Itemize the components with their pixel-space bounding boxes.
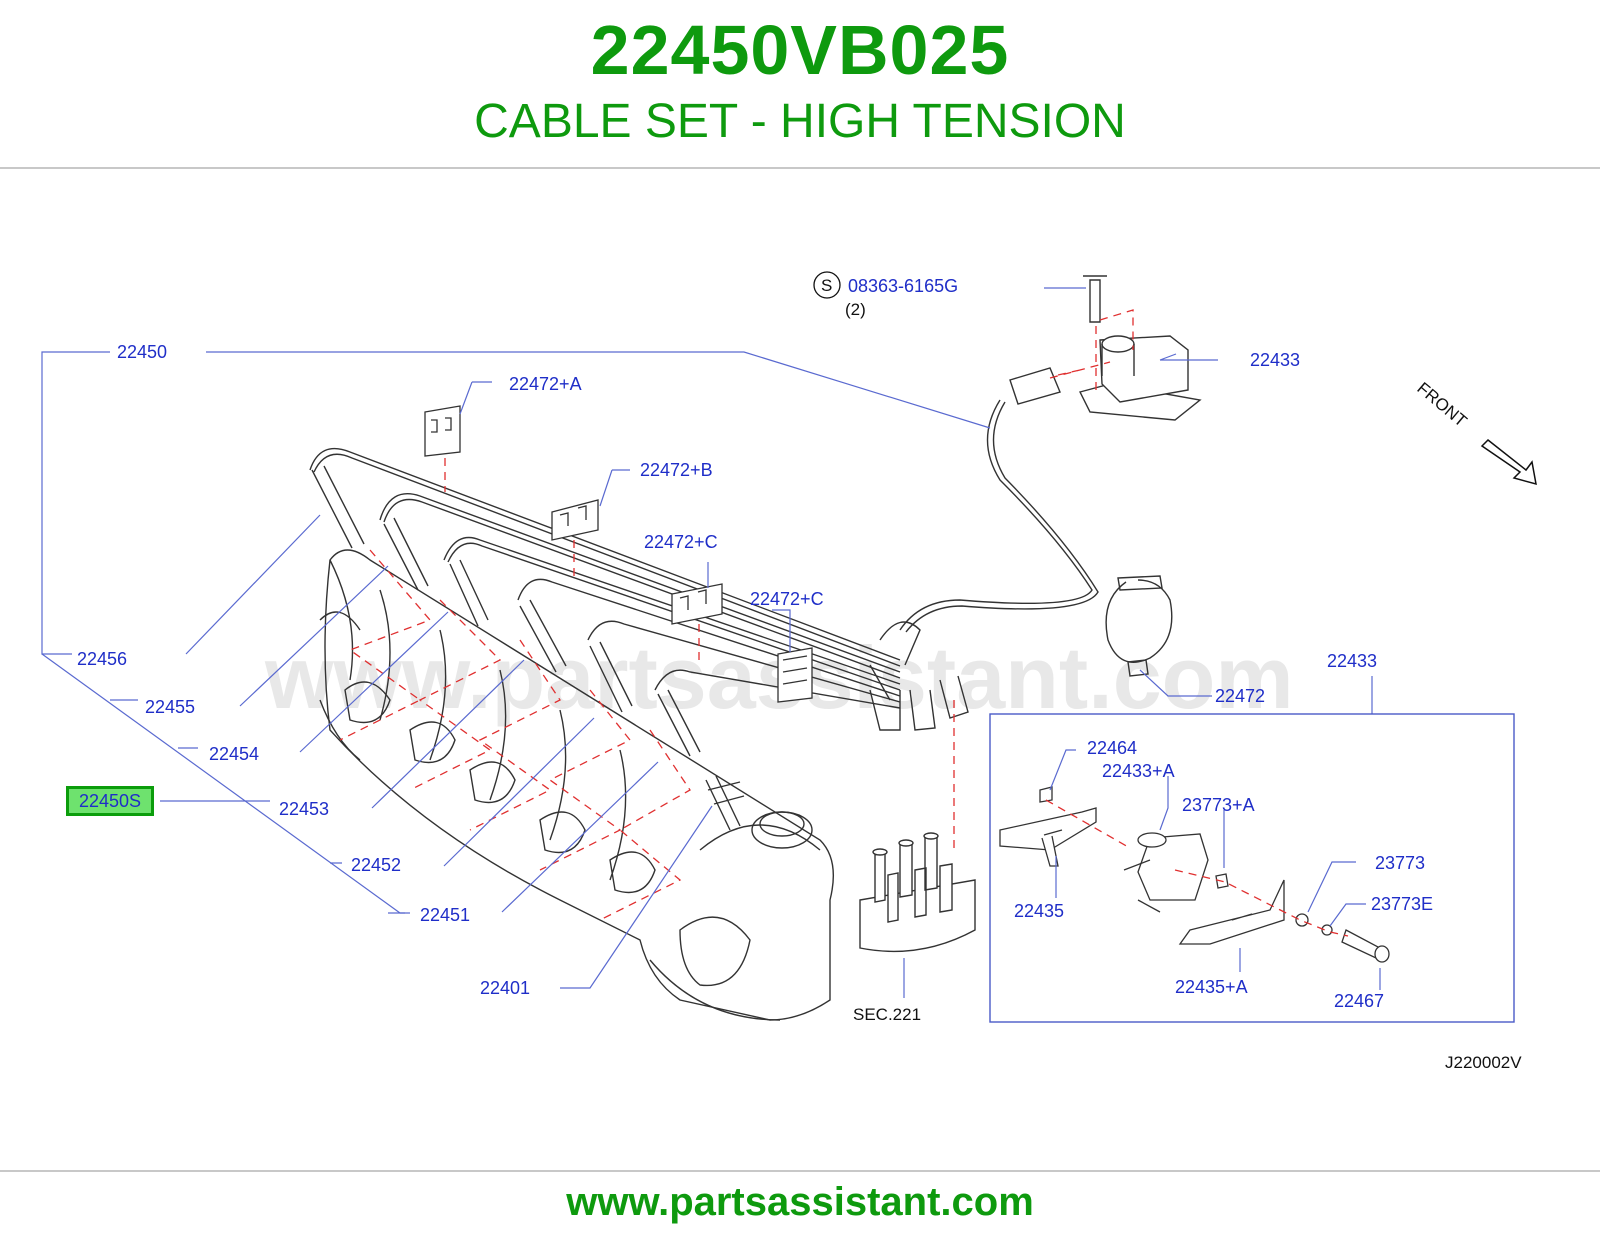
diagram-code: J220002V <box>1445 1053 1522 1072</box>
assembly-dashed-lines <box>339 309 1349 937</box>
screw-symbol: S <box>821 276 832 295</box>
label-22433-top[interactable]: 22433 <box>1250 350 1300 370</box>
screw-quantity: (2) <box>845 300 866 319</box>
coil-subassembly-box <box>989 713 1515 1023</box>
label-22433-box[interactable]: 22433 <box>1327 651 1377 671</box>
label-22472[interactable]: 22472 <box>1215 686 1265 706</box>
part-number-title: 22450VB025 <box>590 11 1010 89</box>
label-22450[interactable]: 22450 <box>117 342 167 362</box>
label-22433-a[interactable]: 22433+A <box>1102 761 1175 781</box>
highlighted-part-label[interactable]: 22450S <box>78 791 142 811</box>
label-22472-b[interactable]: 22472+B <box>640 460 713 480</box>
highlighted-part-box <box>66 786 154 816</box>
part-name-subtitle: CABLE SET - HIGH TENSION <box>474 95 1126 148</box>
label-22472-a[interactable]: 22472+A <box>509 374 582 394</box>
footer-website-link[interactable]: www.partsassistant.com <box>566 1180 1034 1224</box>
front-label: FRONT <box>1413 379 1470 431</box>
label-22472-c-1[interactable]: 22472+C <box>644 532 718 552</box>
coil-assembly-drawings <box>999 786 1390 963</box>
label-22467[interactable]: 22467 <box>1334 991 1384 1011</box>
header-divider <box>0 167 1600 169</box>
label-22401[interactable]: 22401 <box>480 978 530 998</box>
label-22452[interactable]: 22452 <box>351 855 401 875</box>
screw-callout: S 08363-6165G (2) <box>813 271 958 319</box>
label-22435[interactable]: 22435 <box>1014 901 1064 921</box>
plug-wires-drawing <box>309 367 1099 831</box>
ignition-coil-top-drawing <box>1078 275 1202 421</box>
label-23773e[interactable]: 23773E <box>1371 894 1433 914</box>
label-22464[interactable]: 22464 <box>1087 738 1137 758</box>
label-screw-part[interactable]: 08363-6165G <box>848 276 958 296</box>
section-reference: SEC.221 <box>853 1005 921 1024</box>
front-arrow-icon <box>1480 438 1537 486</box>
label-22435-a[interactable]: 22435+A <box>1175 977 1248 997</box>
screw-symbol-icon <box>813 271 841 299</box>
label-22472-c-2[interactable]: 22472+C <box>750 589 824 609</box>
footer-divider <box>0 1170 1600 1172</box>
wire-separator-drawings <box>424 405 813 703</box>
label-22456[interactable]: 22456 <box>77 649 127 669</box>
front-direction-indicator: FRONT <box>1413 379 1537 486</box>
clamp-drawing <box>1105 575 1173 677</box>
label-22451[interactable]: 22451 <box>420 905 470 925</box>
intake-manifold-drawing <box>319 549 835 1021</box>
label-leader-lines <box>41 287 1381 998</box>
label-22454[interactable]: 22454 <box>209 744 259 764</box>
label-23773-a[interactable]: 23773+A <box>1182 795 1255 815</box>
label-22453[interactable]: 22453 <box>279 799 329 819</box>
distributor-cap-drawing <box>859 832 976 953</box>
page-header: 22450VB025 CABLE SET - HIGH TENSION <box>0 0 1600 168</box>
part-labels: 22450 22472+A 22472+B 22472+C 22472+C 22… <box>77 342 1522 1072</box>
label-23773[interactable]: 23773 <box>1375 853 1425 873</box>
label-22455[interactable]: 22455 <box>145 697 195 717</box>
